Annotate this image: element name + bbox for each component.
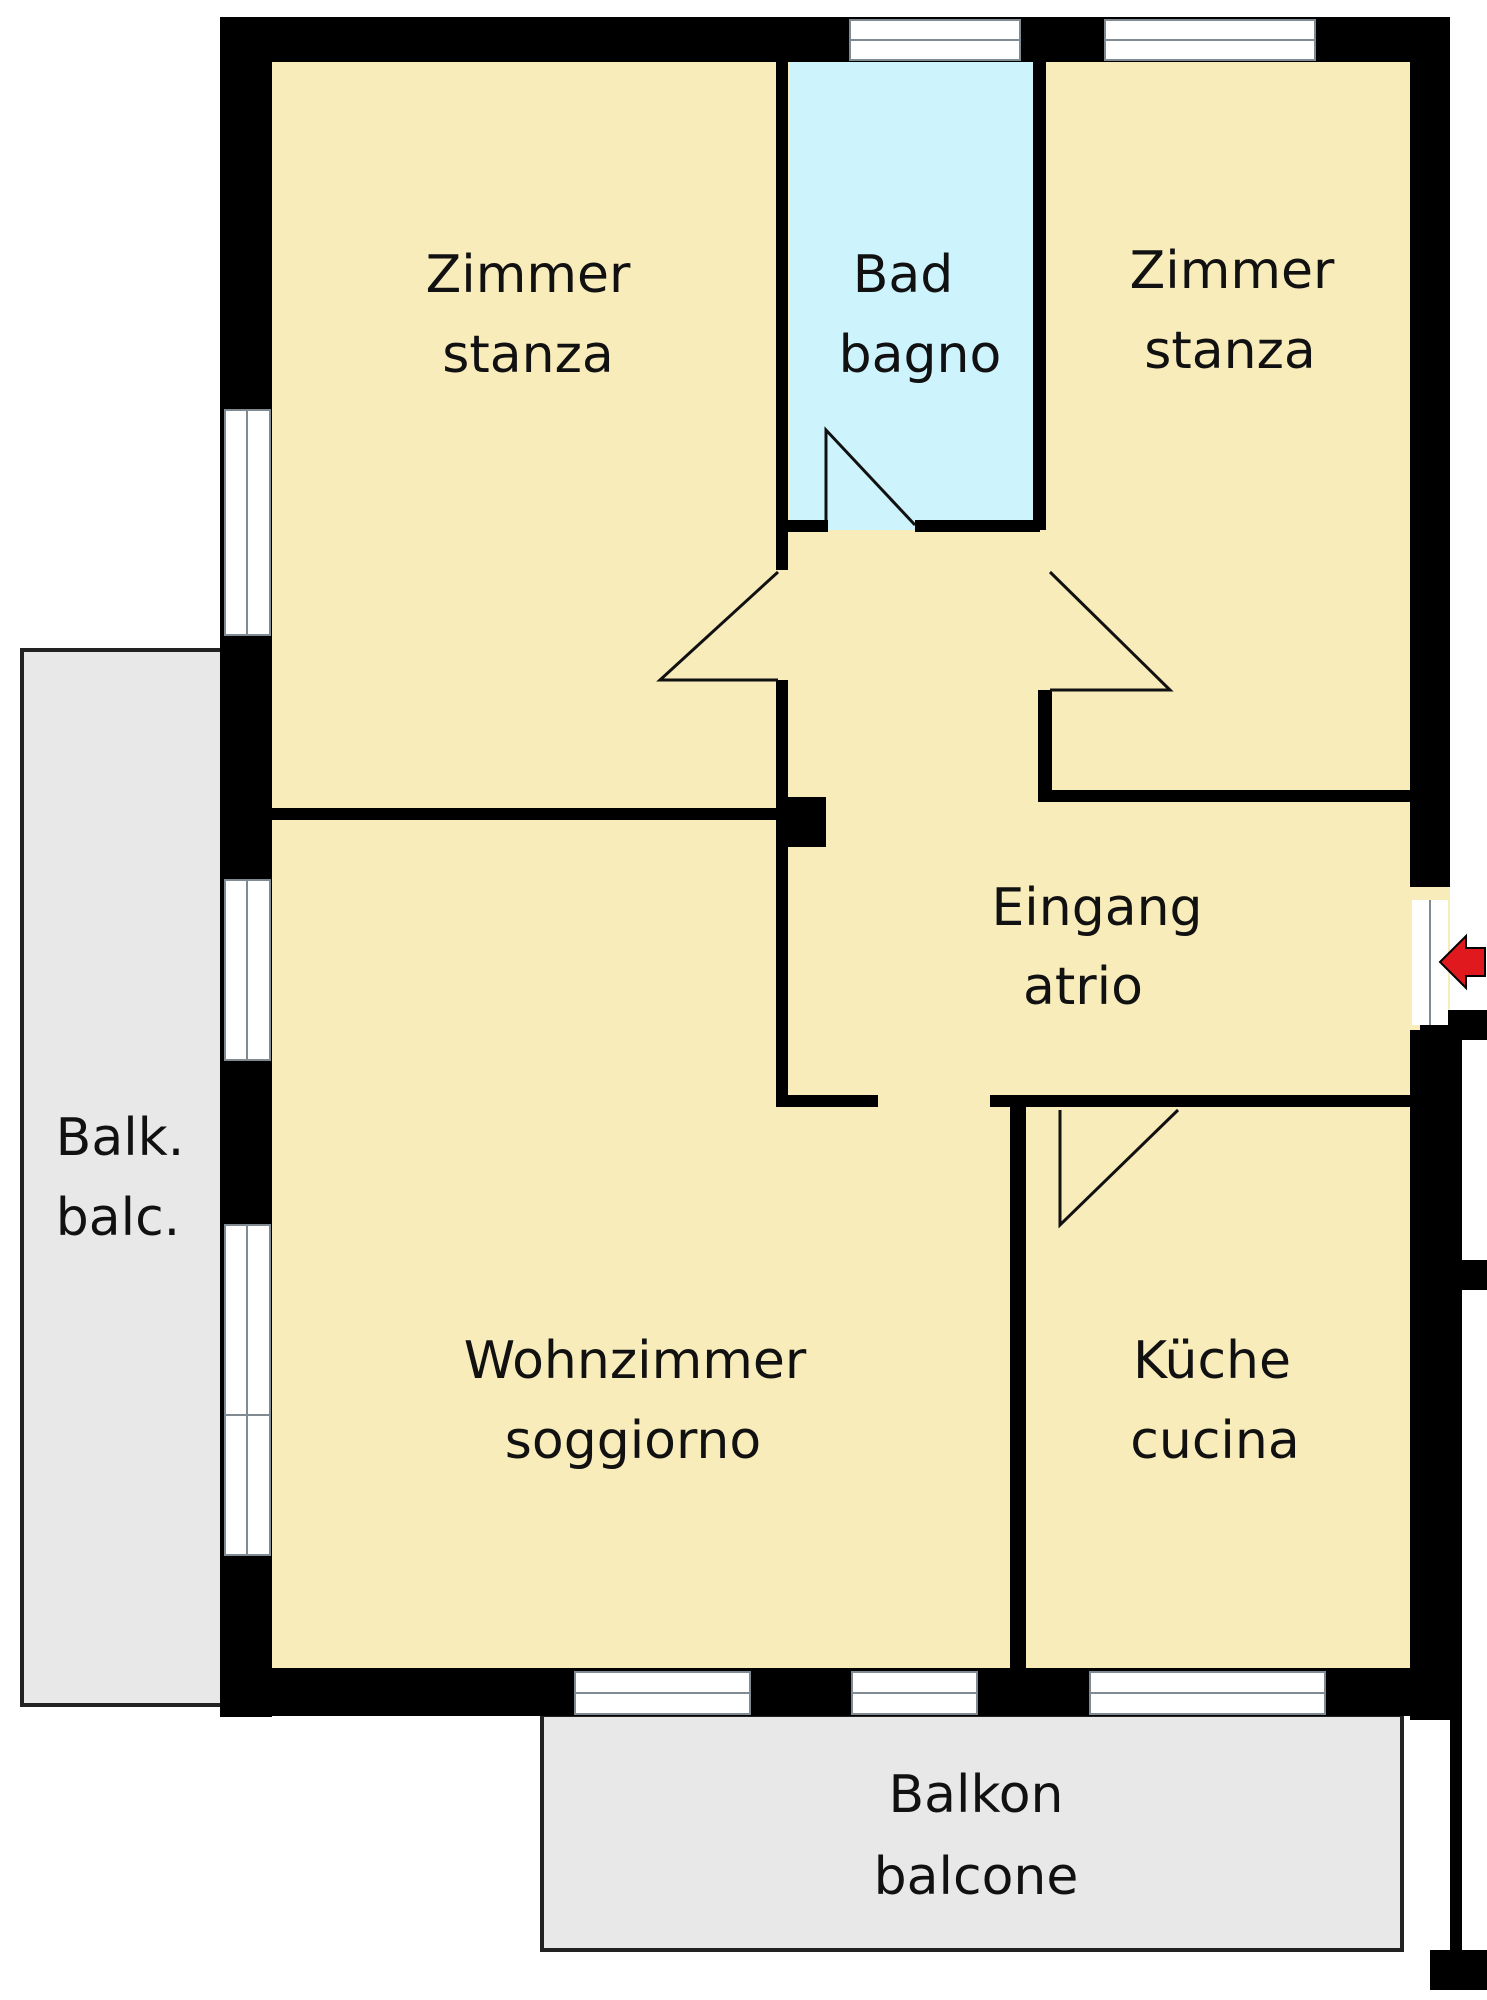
room-zimmer-right-label: Zimmer stanza [1130, 241, 1335, 381]
label-line: cucina [1130, 1411, 1299, 1471]
label-line: Zimmer [1130, 241, 1335, 301]
label-line: Wohnzimmer [464, 1331, 807, 1391]
label-line: soggiorno [505, 1411, 761, 1471]
label-line: Balkon [888, 1765, 1063, 1825]
room-bad-label: Bad bagno [839, 245, 1002, 385]
door-swing-bath [824, 426, 917, 527]
bathroom-floor [790, 60, 1035, 530]
label-line: Küche [1133, 1331, 1291, 1391]
room-zimmer-left-label: Zimmer stanza [426, 245, 631, 385]
room-balkon-bottom-label: Balkon balcone [874, 1765, 1079, 1907]
door-swings [656, 426, 1180, 1229]
label-line: balc. [56, 1188, 180, 1248]
entrance-arrow-icon [1438, 933, 1486, 991]
label-line: Eingang [991, 878, 1202, 938]
label-line: Bad [853, 245, 954, 305]
room-eingang-label: Eingang atrio [991, 878, 1202, 1017]
interior-walls [270, 60, 1487, 1990]
door-swing-kitchen [1058, 1108, 1180, 1229]
label-line: atrio [1023, 957, 1143, 1017]
bottom-balcony [540, 1713, 1404, 1952]
label-line: Balk. [56, 1108, 185, 1168]
room-balk-left-label: Balk. balc. [56, 1108, 185, 1248]
label-line: balcone [874, 1847, 1079, 1907]
door-swing-left-room [656, 570, 780, 682]
label-line: stanza [442, 325, 613, 385]
label-line: bagno [839, 325, 1002, 385]
label-line: Zimmer [426, 245, 631, 305]
room-wohnzimmer-label: Wohnzimmer soggiorno [464, 1331, 807, 1471]
label-line: stanza [1144, 321, 1315, 381]
left-balcony [20, 648, 234, 1707]
door-swing-right-room [1048, 570, 1174, 692]
room-kueche-label: Küche cucina [1130, 1331, 1299, 1471]
window-glass-lines [246, 39, 1325, 1694]
